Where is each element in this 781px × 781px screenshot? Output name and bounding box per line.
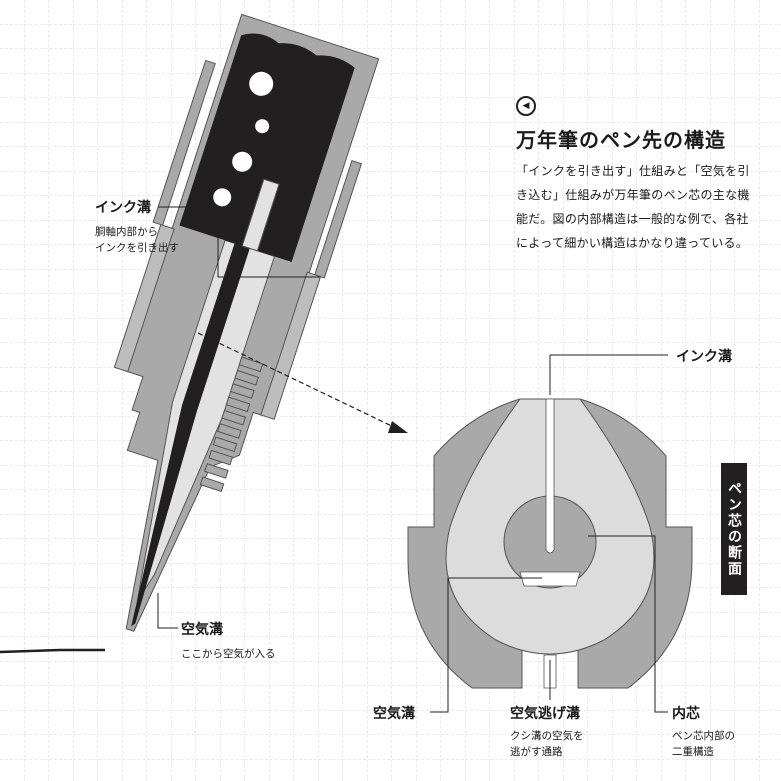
label-air-groove: 空気溝 xyxy=(181,622,223,638)
leader-air-groove-pen xyxy=(157,593,178,629)
label-section-air-groove: 空気溝 xyxy=(373,706,415,722)
leader-ink-groove-section xyxy=(549,354,668,395)
desc-ink-groove: 胴軸内部から インクを引き出す xyxy=(95,226,179,254)
section-tab-label: ペン芯の断面 xyxy=(726,481,742,577)
section-air-groove xyxy=(519,571,581,587)
leader-ink-groove-pen xyxy=(158,206,320,278)
page-title: 万年筆のペン先の構造 xyxy=(516,128,726,152)
section-cut-line xyxy=(197,332,401,431)
label-section-ink-groove: インク溝 xyxy=(676,349,732,365)
desc-escape-groove: クシ溝の空気を 逃がす通路 xyxy=(510,730,584,758)
ink-line xyxy=(0,648,105,654)
leader-inner-core-section xyxy=(588,535,668,713)
cross-section xyxy=(407,398,693,689)
label-inner-core: 内芯 xyxy=(672,706,700,722)
section-tab: ペン芯の断面 xyxy=(721,463,747,595)
section-ink-groove xyxy=(545,398,555,554)
label-escape-groove: 空気逃げ溝 xyxy=(510,706,580,722)
lead-text: 「インクを引き出す」仕組みと「空気を引き込む」仕組みが万年筆のペン芯の主な機能だ… xyxy=(516,164,750,250)
back-arrow-icon[interactable]: ◀ xyxy=(516,96,536,116)
desc-inner-core: ペン芯内部の 二重構造 xyxy=(672,730,735,758)
label-ink-groove: インク溝 xyxy=(95,200,151,216)
section-arrow xyxy=(388,421,408,433)
nib-ink-channel xyxy=(131,243,250,627)
desc-air-groove: ここから空気が入る xyxy=(181,648,276,660)
leader-air-groove-section xyxy=(430,577,542,713)
